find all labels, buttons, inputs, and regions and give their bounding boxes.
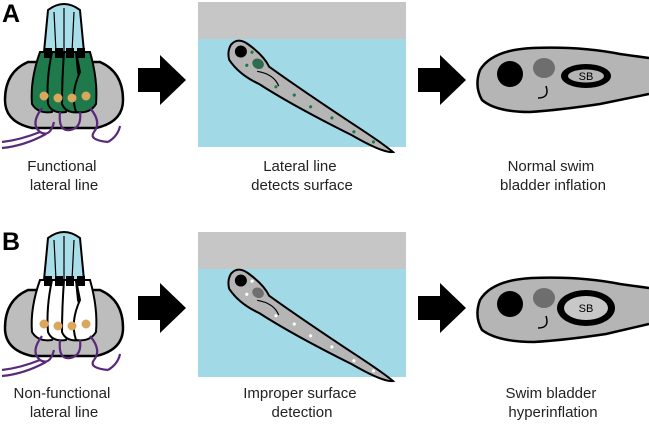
hair-cells [30,51,98,114]
swim-bladder-label: SB [579,71,594,83]
panel-a: A [1,0,649,194]
swim-bladder-label: SB [579,303,594,315]
arrow-right-icon [418,55,466,105]
larva-head-normal: SB [476,46,649,114]
neuromast-nonfunctional [1,231,125,378]
caption-hyperinflation: Swim bladder hyperinflation [505,385,600,421]
hair-cell [72,51,98,114]
neuromast-functional [1,3,125,150]
panel-letter-a: A [2,0,20,28]
nuclei [39,319,91,331]
afferent-nerve [1,107,122,150]
neuromasts [245,50,376,144]
caption-improper-detection: Improper surface detection [243,385,361,421]
hair-cell [72,279,98,342]
eye [497,61,523,87]
panel-letter-b: B [2,228,20,256]
air-region [198,2,406,39]
larva-head-hyperinflated: SB [476,276,649,344]
caption-swim-bladder: Normal swim bladder inflation [500,158,606,194]
caption-surface-detection: Lateral line detects surface [251,158,353,194]
gut [252,287,264,299]
arrow-right-icon [418,283,466,333]
gut [252,58,264,70]
gut [533,288,555,308]
larva-functional [227,39,396,154]
neuromasts [245,279,376,373]
arrow-right-icon [138,55,186,105]
air-region [198,232,406,269]
stereocilia [44,276,85,286]
afferent-nerve [1,335,122,378]
nuclei [39,91,91,103]
gut [533,58,555,78]
eye [497,291,523,317]
caption-functional-lateral-line: Functional lateral line [27,158,100,194]
eye [234,45,247,58]
stereocilia [44,48,85,58]
tank-scene [198,2,406,154]
eye [234,274,247,287]
larva-nonfunctional [227,268,396,383]
hair-cells [30,279,98,342]
caption-nonfunctional-lateral-line: Non-functional lateral line [14,385,115,421]
arrow-right-icon [138,283,186,333]
tank-scene [198,232,406,383]
panel-b: B [1,228,649,421]
